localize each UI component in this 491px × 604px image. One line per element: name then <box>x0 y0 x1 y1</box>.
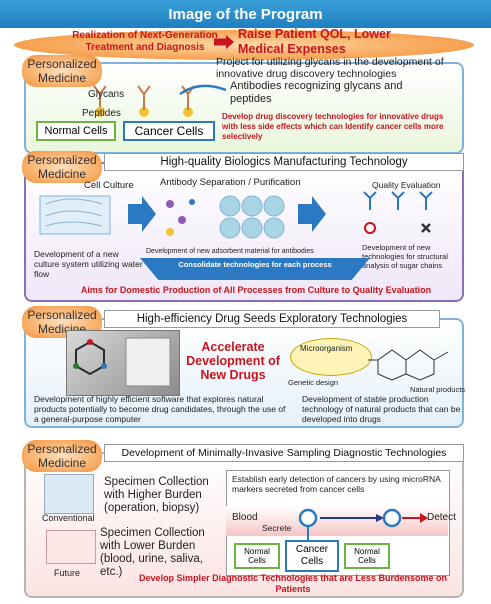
future-label: Future <box>54 568 81 578</box>
process-arrow-icon <box>298 196 326 232</box>
sugar-chain-icon <box>363 191 433 210</box>
antibody-particles-icon <box>166 199 195 236</box>
glycan-peptide-icon <box>95 107 105 117</box>
glycan-cell-illustration <box>93 84 227 117</box>
section-glycans-badge: Personalized Medicine <box>22 55 102 87</box>
adsorbent-desc: Development of new adsorbent material fo… <box>146 248 314 255</box>
microorganism-oval <box>290 338 372 376</box>
spec-high-text: Specimen Collection with Higher Burden (… <box>104 476 209 514</box>
genetic-design-label: Genetic design <box>288 378 339 387</box>
glycan-peptide-icon <box>139 107 149 117</box>
quality-evaluation-label: Quality Evaluation <box>372 180 441 190</box>
natural-products-label: Natural products <box>410 385 466 394</box>
section-biologics-header: High-quality Biologics Manufacturing Tec… <box>104 153 464 171</box>
biologics-process-illustration <box>39 191 433 239</box>
detect-label: Detect <box>427 512 456 523</box>
microrna-marker-icon <box>382 508 402 528</box>
software-desc: Development of highly efficient software… <box>34 394 286 424</box>
wrong-mark-icon <box>421 223 431 233</box>
goal-right-text: Raise Patient QOL, Lower Medical Expense… <box>238 27 391 56</box>
page-title: Image of the Program <box>0 0 491 28</box>
goal-left-text: Realization of Next-Generation Treatment… <box>72 30 218 53</box>
section-glycans-develop: Develop drug discovery technologies for … <box>222 112 444 141</box>
sampling-develop-text: Develop Simpler Diagnostic Technologies … <box>139 573 447 594</box>
secrete-detect-illustration <box>298 508 428 540</box>
section-drug-seeds-header: High-efficiency Drug Seeds Exploratory T… <box>104 310 440 328</box>
normal-cells-box-1: Normal Cells <box>234 543 280 569</box>
molecule-structure-icon <box>73 337 171 387</box>
antibody-icon <box>137 85 195 110</box>
goal-arrow-icon <box>214 35 234 49</box>
normal-cells-box: Normal Cells <box>36 121 116 141</box>
blood-band <box>226 506 448 536</box>
process-arrow-icon <box>128 196 156 232</box>
blood-label: Blood <box>232 512 258 523</box>
adsorbent-beads-icon <box>219 195 285 239</box>
natural-product-structure-icon <box>368 349 449 381</box>
curved-arrow-icon <box>179 84 227 96</box>
antibodies-label: Antibodies recognizing glycans and pepti… <box>230 80 403 105</box>
section-glycans-header: Project for utilizing glycans in the dev… <box>216 56 444 80</box>
section-sampling-header: Development of Minimally-Invasive Sampli… <box>104 444 464 462</box>
consolidate-banner <box>140 258 370 280</box>
cell-culture-label: Cell Culture <box>84 180 134 191</box>
glycan-peptide-icon <box>183 107 193 117</box>
future-image <box>46 530 96 564</box>
aims-text: Aims for Domestic Production of All Proc… <box>80 285 432 295</box>
microrna-marker-icon <box>298 508 318 528</box>
consolidate-text: Consolidate technologies for each proces… <box>178 260 332 269</box>
section-biologics-badge: Personalized Medicine <box>22 151 102 183</box>
production-desc: Development of stable production technol… <box>302 394 461 424</box>
normal-cells-box-2: Normal Cells <box>344 543 390 569</box>
culture-desc: Development of a new culture system util… <box>34 249 143 279</box>
antibody-separation-label: Antibody Separation / Purification <box>160 177 301 188</box>
section-sampling-badge: Personalized Medicine <box>22 440 102 472</box>
establish-text: Establish early detection of cancers by … <box>232 474 441 494</box>
water-flow-icon <box>45 198 103 227</box>
sugar-chain-desc: Development of new technologies for stru… <box>362 243 448 270</box>
secrete-label: Secrete <box>262 523 292 533</box>
microorganism-label: Microorganism <box>300 344 353 353</box>
cancer-cells-box: Cancer Cells <box>285 540 339 572</box>
spec-low-text: Specimen Collection with Lower Burden (b… <box>100 527 205 578</box>
correct-mark-icon <box>364 222 376 234</box>
peptides-label: Peptides <box>82 108 121 119</box>
glycans-label: Glycans <box>88 89 125 100</box>
cancer-cells-box: Cancer Cells <box>123 121 215 141</box>
conventional-label: Conventional <box>42 513 95 523</box>
accelerate-text: Accelerate Development of New Drugs <box>186 340 280 382</box>
conventional-image <box>44 474 94 514</box>
